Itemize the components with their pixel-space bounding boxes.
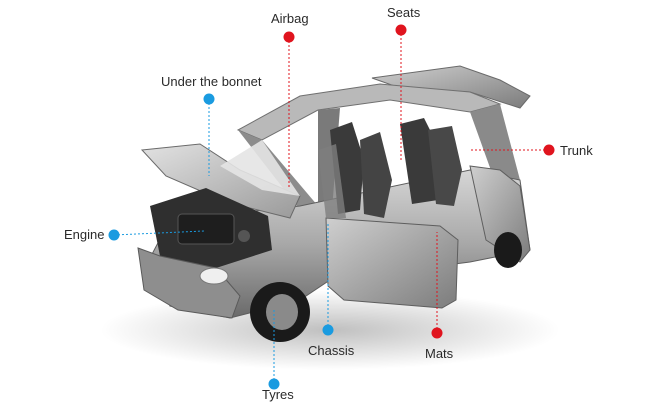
rear-wheel [494, 232, 522, 268]
engine-label: Engine [64, 227, 105, 242]
trunk-marker-dot [543, 144, 555, 156]
airbag-marker-dot [283, 31, 295, 43]
engine-marker-dot [108, 229, 120, 241]
mats-marker-dot [431, 327, 443, 339]
chassis-marker-dot [322, 324, 334, 336]
mats-label: Mats [425, 346, 454, 361]
airbag-label: Airbag [271, 11, 309, 26]
rear-seat-2 [428, 126, 462, 206]
front-wheel-rim [266, 294, 298, 330]
seats-marker-dot [395, 24, 407, 36]
front-seat-2 [360, 132, 392, 218]
under-the-bonnet-label: Under the bonnet [161, 74, 262, 89]
front-bumper [137, 247, 241, 319]
windshield [220, 140, 300, 196]
headlight [199, 267, 229, 285]
tyres-marker-dot [268, 378, 280, 390]
engine-block [177, 213, 235, 245]
tyres-label: Tyres [262, 387, 294, 402]
under-the-bonnet-marker-dot [203, 93, 215, 105]
engine-leader-line [113, 230, 205, 236]
chassis-label: Chassis [308, 343, 355, 358]
seats-label: Seats [387, 5, 421, 20]
engine-cap [238, 230, 250, 242]
bonnet-open [140, 143, 301, 219]
front-door-open [325, 217, 459, 309]
trunk-label: Trunk [560, 143, 593, 158]
c-pillar [470, 104, 520, 190]
front-door-window [318, 144, 346, 218]
